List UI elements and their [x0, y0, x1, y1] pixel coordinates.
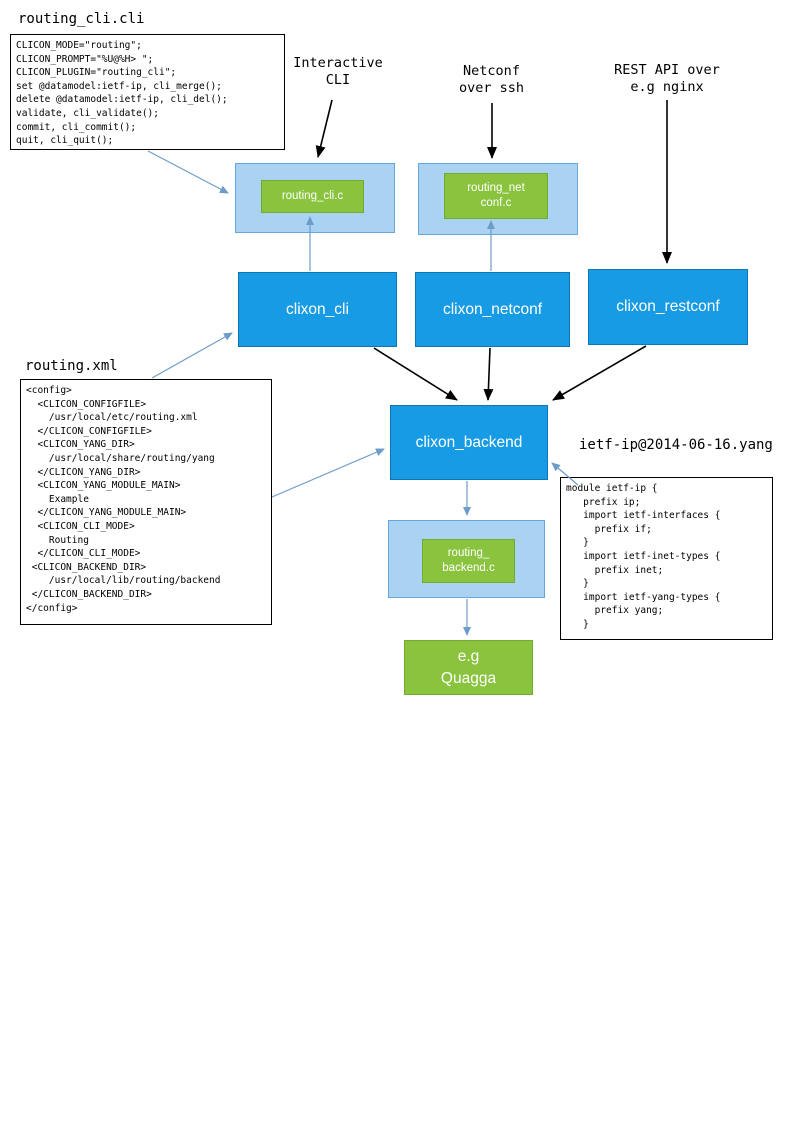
config-xml-code: <config> <CLICON_CONFIGFILE> /usr/local/…	[26, 385, 221, 614]
rest-api-label: REST API over e.g nginx	[614, 62, 720, 95]
clixon-netconf-label: clixon_netconf	[442, 300, 543, 318]
arrow-restconf-to-backend	[552, 345, 647, 401]
netconf-over-ssh-label: Netconf over ssh	[458, 63, 525, 96]
clixon-restconf-node: clixon_restconf	[588, 269, 748, 345]
arrow-netconf-to-backend	[483, 347, 494, 401]
arrow-interactive-cli-to-cli-plugin	[315, 99, 333, 158]
clixon-netconf-node: clixon_netconf	[415, 272, 570, 347]
clixon-backend-label: clixon_backend	[415, 433, 523, 451]
cli-spec-file-title: routing_cli.cli	[18, 11, 145, 27]
clixon-cli-label: clixon_cli	[286, 300, 349, 318]
yang-code: module ietf-ip { prefix ip; import ietf-…	[566, 483, 721, 630]
arrow-cli-spec-to-cli-plugin	[147, 150, 229, 194]
clixon-backend-node: clixon_backend	[390, 405, 548, 480]
clixon-restconf-label: clixon_restconf	[616, 298, 720, 315]
interactive-cli-label: Interactive CLI	[293, 55, 383, 88]
arrow-config-xml-to-backend	[271, 448, 385, 498]
backend-plugin-container: routing_ backend.c	[388, 520, 545, 598]
netconf-plugin-container: routing_net conf.c	[418, 163, 578, 235]
arrow-cli-to-backend	[373, 347, 458, 401]
yang-file-title: ietf-ip@2014-06-16.yang	[579, 437, 773, 453]
config-xml-file-title: routing.xml	[25, 358, 118, 374]
cli-spec-code: CLICON_MODE="routing"; CLICON_PROMPT="%U…	[16, 40, 228, 147]
routing-cli-c-node: routing_cli.c	[261, 180, 364, 213]
arrow-config-xml-to-cli	[151, 332, 233, 379]
cli-spec-code-box: CLICON_MODE="routing"; CLICON_PROMPT="%U…	[10, 34, 285, 150]
clixon-cli-node: clixon_cli	[238, 272, 397, 347]
quagga-node: e.g Quagga	[404, 640, 533, 695]
yang-code-box: module ietf-ip { prefix ip; import ietf-…	[560, 477, 773, 640]
cli-plugin-container: routing_cli.c	[235, 163, 395, 233]
routing-backend-c-node: routing_ backend.c	[422, 539, 515, 583]
routing-netconf-c-node: routing_net conf.c	[444, 173, 548, 219]
config-xml-code-box: <config> <CLICON_CONFIGFILE> /usr/local/…	[20, 379, 272, 625]
